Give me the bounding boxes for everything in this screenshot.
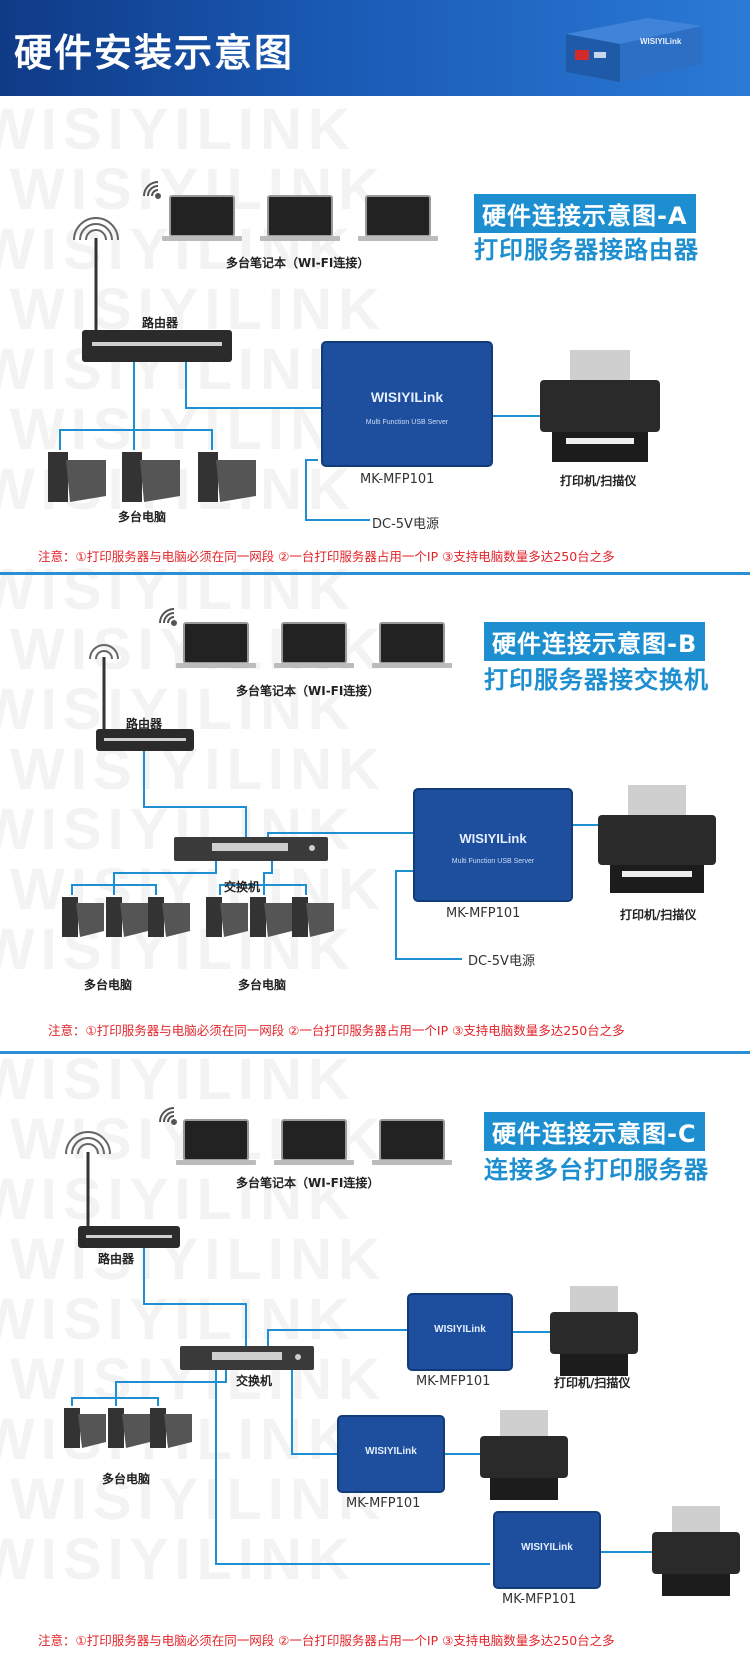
print-server-device: WISIYILink <box>493 1511 601 1589</box>
page-title: 硬件安装示意图 <box>14 31 295 75</box>
section-b-title: 硬件连接示意图-B <box>484 622 706 661</box>
section-c-subtitle: 连接多台打印服务器 <box>484 1156 709 1184</box>
section-c-title: 硬件连接示意图-C <box>484 1112 705 1151</box>
desktop-computer-icon <box>292 897 334 937</box>
print-server-device: WISIYILink Multi Function USB Server <box>413 788 573 902</box>
network-cables <box>71 751 600 960</box>
section-a-subtitle: 打印服务器接路由器 <box>474 236 699 264</box>
section-a-title: 硬件连接示意图-A <box>474 194 696 233</box>
switch-label: 交换机 <box>224 880 261 894</box>
desktop-computer-icon <box>48 452 106 502</box>
server-model-label: MK-MFP101 <box>446 906 521 921</box>
laptop-icon <box>162 195 242 241</box>
laptop-icon <box>260 195 340 241</box>
computers-label: 多台电脑 <box>102 1472 151 1486</box>
desktop-computer-icon <box>250 897 292 937</box>
network-cables <box>59 362 540 521</box>
power-label: DC-5V电源 <box>372 517 439 532</box>
svg-text:WISIYILink: WISIYILink <box>640 37 682 46</box>
printer-icon <box>540 350 660 462</box>
svg-text:WISIYILink: WISIYILink <box>365 1446 417 1457</box>
router-icon <box>65 1131 180 1248</box>
desktop-computer-icon <box>198 452 256 502</box>
diagram-c-graphics: WISIYILink WISIYILink WISIYILink <box>64 1107 740 1596</box>
laptops-label: 多台笔记本（WI-FI连接） <box>226 256 370 270</box>
svg-text:Multi Function USB Server: Multi Function USB Server <box>452 858 535 865</box>
print-server-device: WISIYILink <box>337 1415 445 1493</box>
section-a-note: 注意：①打印服务器与电脑必须在同一网段 ②一台打印服务器占用一个IP ③支持电脑… <box>38 549 615 564</box>
router-label: 路由器 <box>126 717 163 731</box>
laptop-icon <box>176 1119 256 1165</box>
section-c-note: 注意：①打印服务器与电脑必须在同一网段 ②一台打印服务器占用一个IP ③支持电脑… <box>38 1633 615 1648</box>
router-icon <box>89 644 194 751</box>
server-model-label-2: MK-MFP101 <box>346 1496 421 1511</box>
svg-text:WISIYILink: WISIYILink <box>371 389 444 405</box>
laptop-icon <box>176 622 256 668</box>
switch-label: 交换机 <box>236 1374 273 1388</box>
wifi-signal-icon <box>159 608 177 626</box>
page-header: 硬件安装示意图 WISIYILink <box>0 0 750 96</box>
desktop-computer-icon <box>108 1408 150 1448</box>
laptops-label: 多台笔记本（WI-FI连接） <box>236 1176 380 1190</box>
wifi-signal-icon <box>143 181 161 199</box>
printer-icon <box>598 785 716 893</box>
printer-icon <box>480 1410 568 1500</box>
network-cables <box>71 1248 652 1565</box>
power-label: DC-5V电源 <box>468 954 535 969</box>
desktop-computer-icon <box>64 1408 106 1448</box>
desktop-computer-icon <box>106 897 148 937</box>
server-model-label: MK-MFP101 <box>360 472 435 487</box>
section-divider <box>0 1051 750 1054</box>
desktop-computer-icon <box>122 452 180 502</box>
diagram-b-graphics: WISIYILink Multi Function USB Server <box>62 608 716 960</box>
wifi-signal-icon <box>159 1107 177 1125</box>
header-decoration: WISIYILink <box>566 18 702 82</box>
svg-text:WISIYILink: WISIYILink <box>459 831 527 846</box>
network-switch-icon <box>180 1346 314 1370</box>
desktop-computer-icon <box>206 897 248 937</box>
printer-label: 打印机/扫描仪 <box>620 908 697 922</box>
laptop-icon <box>274 622 354 668</box>
svg-text:WISIYILink: WISIYILink <box>521 1542 573 1553</box>
laptop-icon <box>274 1119 354 1165</box>
desktop-computer-icon <box>150 1408 192 1448</box>
laptops-label: 多台笔记本（WI-FI连接） <box>236 684 380 698</box>
desktop-computer-icon <box>62 897 104 937</box>
header-device-icon: WISIYILink <box>566 18 702 82</box>
printer-label: 打印机/扫描仪 <box>554 1376 631 1390</box>
server-model-label-3: MK-MFP101 <box>502 1592 577 1607</box>
printer-label: 打印机/扫描仪 <box>560 474 637 488</box>
computers-label-2: 多台电脑 <box>238 978 287 992</box>
computers-label-1: 多台电脑 <box>84 978 133 992</box>
diagram-a-graphics: WISIYILink Multi Function USB Server <box>48 181 660 521</box>
svg-text:Multi Function USB Server: Multi Function USB Server <box>366 419 449 426</box>
laptop-icon <box>358 195 438 241</box>
printer-icon <box>652 1506 740 1596</box>
router-label: 路由器 <box>98 1252 135 1266</box>
print-server-device: WISIYILink Multi Function USB Server <box>321 341 493 467</box>
router-label: 路由器 <box>142 316 179 330</box>
router-icon <box>73 217 232 362</box>
computers-label: 多台电脑 <box>118 510 167 524</box>
server-model-label-1: MK-MFP101 <box>416 1374 491 1389</box>
printer-icon <box>550 1286 638 1376</box>
section-b-note: 注意：①打印服务器与电脑必须在同一网段 ②一台打印服务器占用一个IP ③支持电脑… <box>48 1023 625 1038</box>
laptop-icon <box>372 1119 452 1165</box>
section-divider <box>0 572 750 575</box>
laptop-icon <box>372 622 452 668</box>
print-server-device: WISIYILink <box>407 1293 513 1371</box>
svg-text:WISIYILink: WISIYILink <box>434 1324 486 1335</box>
section-b-subtitle: 打印服务器接交换机 <box>484 666 709 694</box>
desktop-computer-icon <box>148 897 190 937</box>
network-switch-icon <box>174 837 328 861</box>
